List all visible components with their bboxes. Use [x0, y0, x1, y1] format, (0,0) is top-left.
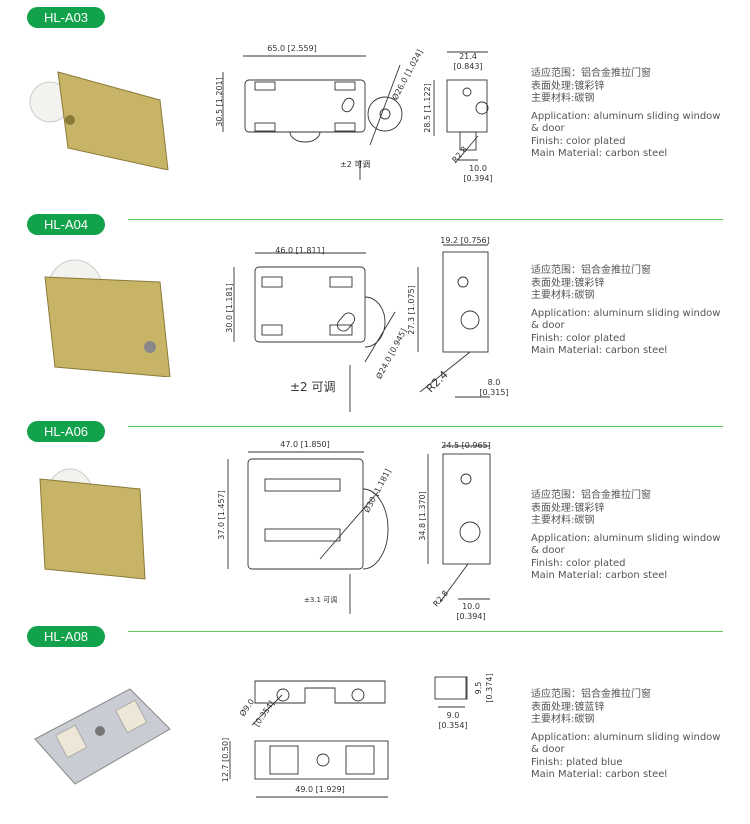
dim-bottom-width-inch: [0.394]	[456, 612, 486, 621]
dim-side-width: 24.5 [0.965]	[441, 441, 491, 450]
dim-height: 30.5 [1.201]	[215, 77, 224, 127]
dim-side-width: 21.4	[459, 52, 477, 61]
product-badge: HL-A03	[27, 7, 105, 28]
adjust-range: ±3.1 可调	[304, 596, 338, 604]
dim-side-height: 27.3 [1.075]	[407, 285, 416, 335]
technical-drawing	[229, 676, 468, 798]
technical-drawing	[227, 445, 491, 614]
product-badge: HL-A06	[27, 421, 105, 442]
spec-material-cn: 主要材料:碳钢	[531, 290, 595, 301]
dim-side-height: 28.5 [1.122]	[423, 83, 432, 133]
technical-drawing	[233, 244, 490, 412]
spec-application-en-cont: & door	[531, 545, 565, 556]
dim-side-width-inch: [0.843]	[453, 62, 483, 71]
spec-block: 适应范围：铝合金推拉门窗 表面处理:镀彩锌 主要材料:碳钢 Applicatio…	[531, 265, 720, 358]
product-photo	[44, 259, 171, 377]
spec-application-cn: 适应范围：铝合金推拉门窗	[531, 265, 651, 276]
spec-application-en-cont: & door	[531, 744, 565, 755]
spec-application-en-cont: & door	[531, 123, 565, 134]
spec-material-en: Main Material: carbon steel	[531, 769, 668, 780]
dim-height: 37.0 [1.457]	[217, 490, 226, 540]
divider	[128, 631, 723, 632]
dim-side-height: 34.8 [1.370]	[418, 491, 427, 541]
product-photo	[34, 688, 171, 785]
spec-block: 适应范围：铝合金推拉门窗 表面处理:镀蓝锌 主要材料:碳钢 Applicatio…	[531, 689, 720, 782]
spec-material-cn: 主要材料:碳钢	[531, 515, 595, 526]
dim-height: 12.7 [0.50]	[221, 737, 230, 783]
dim-bottom-width: 10.0	[469, 164, 487, 173]
spec-application-en: Application: aluminum sliding window	[531, 110, 721, 122]
spec-material-en: Main Material: carbon steel	[531, 345, 668, 356]
spec-finish-en: Finish: plated blue	[531, 756, 623, 768]
dim-bottom-width-inch: [0.315]	[479, 388, 509, 397]
dim-length: 49.0 [1.929]	[295, 785, 345, 794]
spec-block: 适应范围：铝合金推拉门窗 表面处理:镀彩锌 主要材料:碳钢 Applicatio…	[531, 490, 720, 583]
dim-width: 47.0 [1.850]	[280, 440, 330, 449]
product-photo	[29, 71, 169, 170]
spec-finish-en: Finish: color plated	[531, 135, 626, 147]
dim-height: 30.0 [1.181]	[225, 283, 234, 333]
spec-finish-cn: 表面处理:镀彩锌	[531, 80, 605, 92]
product-section-hl-a08: HL-A08 Ø9.0 [0.354] 12.7 [0.50] 49.0 [1.…	[0, 619, 750, 824]
product-badge: HL-A04	[27, 214, 105, 235]
dim-end-height-inch: [0.374]	[485, 673, 494, 703]
adjust-range: ±2 可调	[340, 160, 371, 169]
spec-material-cn: 主要材料:碳钢	[531, 714, 595, 725]
divider	[128, 426, 723, 427]
product-section-hl-a03: HL-A03 65.0 [2.559] 30.5 [1.201] Ø26.0 […	[0, 0, 750, 205]
spec-block: 适应范围：铝合金推拉门窗 表面处理:镀彩锌 主要材料:碳钢 Applicatio…	[531, 68, 720, 161]
dim-end-width: 9.0	[446, 711, 460, 720]
technical-drawing	[222, 51, 489, 180]
dim-side-width: 19.2 [0.756]	[440, 236, 490, 245]
dim-end-height: 9.5	[474, 681, 483, 695]
spec-application-en: Application: aluminum sliding window	[531, 731, 721, 743]
spec-application-en-cont: & door	[531, 320, 565, 331]
spec-finish-cn: 表面处理:镀彩锌	[531, 277, 605, 289]
spec-finish-en: Finish: color plated	[531, 557, 626, 569]
spec-application-en: Application: aluminum sliding window	[531, 532, 721, 544]
dim-bottom-width: 10.0	[462, 602, 480, 611]
dim-width: 46.0 [1.811]	[275, 246, 325, 255]
spec-application-cn: 适应范围：铝合金推拉门窗	[531, 68, 651, 79]
dim-bottom-width: 8.0	[487, 378, 501, 387]
spec-application-cn: 适应范围：铝合金推拉门窗	[531, 490, 651, 501]
product-badge: HL-A08	[27, 626, 105, 647]
spec-application-en: Application: aluminum sliding window	[531, 307, 721, 319]
product-section-hl-a06: HL-A06 47.0 [1.850] 37.0 [1.457] Ø30 [1.…	[0, 414, 750, 621]
adjust-range: ±2 可调	[290, 380, 336, 394]
spec-finish-cn: 表面处理:镀彩锌	[531, 502, 605, 514]
spec-finish-cn: 表面处理:镀蓝锌	[531, 701, 605, 713]
spec-material-en: Main Material: carbon steel	[531, 148, 668, 159]
spec-material-en: Main Material: carbon steel	[531, 570, 668, 581]
product-section-hl-a04: HL-A04 46.0 [1.811] 30.0 [1.181] Ø24.0 […	[0, 207, 750, 412]
spec-finish-en: Finish: color plated	[531, 332, 626, 344]
product-photo	[39, 468, 146, 580]
dim-bottom-width-inch: [0.394]	[463, 174, 493, 183]
dim-width: 65.0 [2.559]	[267, 44, 317, 53]
dim-end-width-inch: [0.354]	[438, 721, 468, 730]
divider	[128, 219, 723, 220]
spec-application-cn: 适应范围：铝合金推拉门窗	[531, 689, 651, 700]
spec-material-cn: 主要材料:碳钢	[531, 93, 595, 104]
